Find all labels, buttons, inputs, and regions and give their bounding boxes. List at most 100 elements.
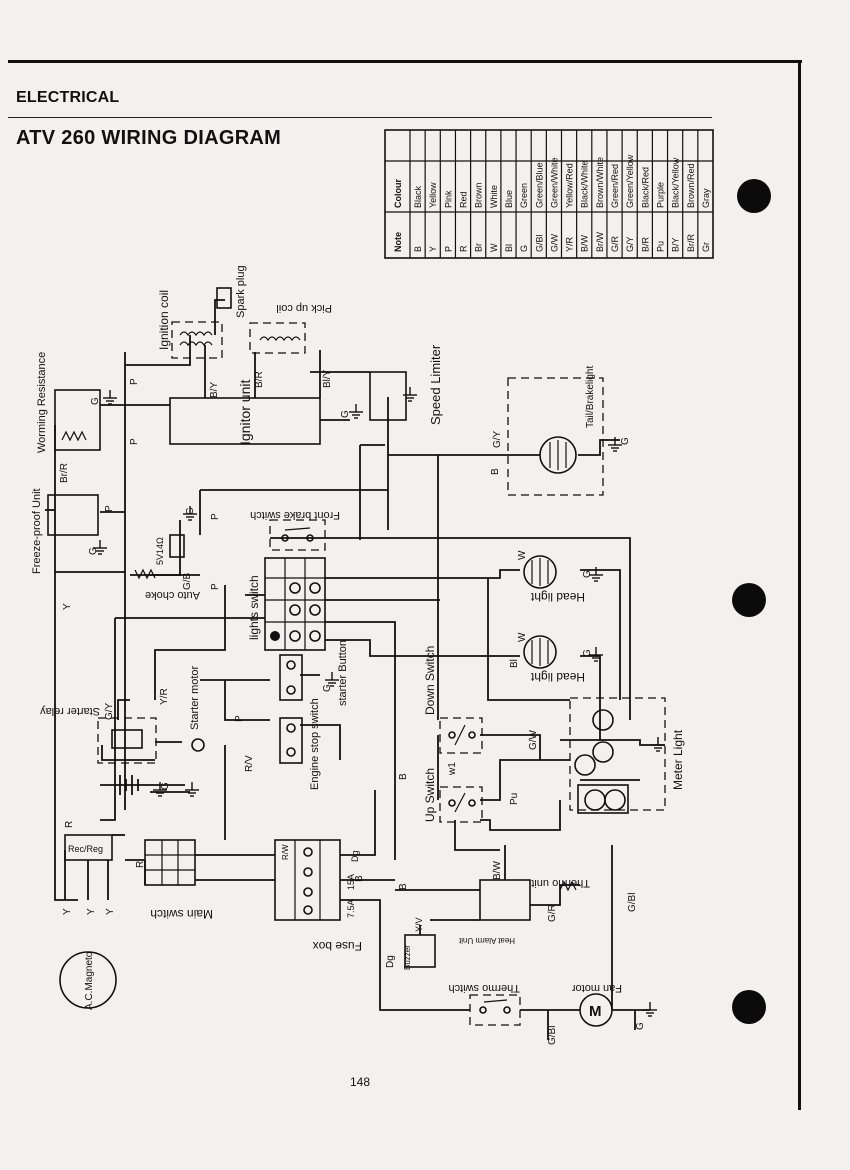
wire-label: R (64, 821, 75, 828)
wire-label: Y (62, 908, 73, 915)
components: Ignition coil Spark plug Pick up coil Ig… (31, 265, 685, 1027)
wire-label: Dg (350, 850, 360, 862)
table-cell-code: G/W (549, 233, 559, 252)
page-frame-top (8, 60, 802, 63)
wire-label: P (104, 505, 115, 512)
label-auto-choke: Auto choke (145, 589, 200, 601)
table-cell-colour: Brown/Red (686, 163, 696, 208)
table-cell-colour: Brown (474, 182, 484, 208)
label-down-switch: Down Switch (423, 646, 437, 715)
ground-symbol (185, 782, 199, 797)
label-main-switch: Main switch (150, 907, 213, 921)
wire-label: Y (86, 908, 97, 915)
table-cell-colour: Yellow/Red (565, 163, 575, 208)
label-buzzer: Buzzer (403, 945, 412, 970)
label-starter-button: starter Button (337, 640, 349, 706)
table-cell-code: G/R (610, 235, 620, 252)
wire-label: G/B (182, 572, 193, 590)
label-fuse-7-5a: 7.5A (346, 899, 356, 918)
table-header-colour: Colour (393, 179, 403, 208)
ground-symbol (93, 540, 107, 555)
label-freeze-proof-unit: Freeze-proof Unit (31, 488, 43, 574)
head-light-2 (523, 635, 557, 669)
auto-choke (134, 568, 156, 580)
ignitor-unit (169, 397, 321, 445)
label-fan-motor: Fan motor (572, 982, 622, 994)
table-cell-colour: Pink (443, 190, 453, 208)
label-lights-switch: lights switch (247, 575, 261, 640)
wire-label: B (354, 875, 365, 882)
binder-hole (732, 990, 766, 1024)
label-fuse-box: Fuse box (313, 939, 362, 953)
thermo-switch (469, 994, 521, 1026)
rec-reg (64, 834, 113, 861)
label-head-light-2: Head light (530, 670, 585, 684)
wire-label: G (90, 397, 101, 405)
table-cell-colour: Yellow (428, 182, 438, 208)
wire-label: Y (105, 908, 116, 915)
page-title: ATV 260 WIRING DIAGRAM (16, 127, 282, 149)
table-cell-code: P (443, 246, 453, 252)
binder-hole (737, 179, 771, 213)
ground-symbol (643, 1002, 657, 1017)
wire-label: G (582, 649, 593, 657)
wire-label: G (635, 1022, 646, 1030)
table-cell-colour: Purple (655, 182, 665, 208)
engine-stop-switch (279, 717, 303, 764)
wire-label: R (135, 861, 146, 868)
label-speed-limiter: Speed Limiter (428, 344, 443, 425)
table-cell-code: Bl (504, 244, 514, 252)
table-cell-colour: Black/Yellow (671, 157, 681, 208)
table-cell-code: G/Bl (534, 234, 544, 252)
wire-label: B/Y (209, 382, 220, 398)
table-cell-colour: White (489, 185, 499, 208)
wire-label: G (88, 547, 99, 555)
label-fuse-15a: 15A (346, 874, 356, 890)
table-cell-colour: Brown/White (595, 157, 605, 208)
label-ignitor-unit: Ignitor unit (237, 380, 253, 445)
table-cell-colour: Red (459, 191, 469, 208)
label-thermo-switch: Thermo switch (448, 982, 520, 994)
label-front-brake-switch: Front brake switch (250, 509, 340, 521)
battery (119, 775, 139, 795)
label-rec-reg: Rec/Reg (68, 844, 103, 854)
label-starter-relay: Starter relay (40, 705, 100, 717)
ground-symbol (403, 387, 417, 402)
front-brake-switch (269, 519, 326, 551)
table-cell-code: Y (428, 246, 438, 252)
ground-symbol (103, 390, 117, 405)
ground-symbols (93, 387, 665, 1017)
up-switch (439, 786, 483, 823)
label-head-light-1: Head light (530, 590, 585, 604)
page-frame-right (798, 60, 801, 1110)
wire-label: B (398, 883, 409, 890)
label-starter-motor: Starter motor (189, 665, 201, 730)
wire-label: B (490, 468, 501, 475)
label-diode: 5V14Ω (155, 537, 165, 565)
lights-switch (264, 557, 326, 651)
down-switch (439, 717, 483, 754)
ground-symbol (183, 506, 197, 521)
wire-label: G/Y (104, 702, 115, 720)
fan-motor (579, 993, 613, 1027)
wire-label: Y/V (414, 917, 424, 932)
wire-label: G (582, 570, 593, 578)
wire-label: G (160, 782, 171, 790)
spark-plug (216, 287, 232, 309)
wire-label: W (517, 632, 528, 642)
starter-relay (97, 717, 157, 764)
ignition-coil (171, 299, 225, 359)
label-tail-brake-light: Tail/Brakelight (585, 366, 596, 428)
label-ac-magneto: A.C.Magneto (84, 951, 95, 1010)
wire-label: B/R (254, 371, 265, 388)
binder-hole (732, 583, 766, 617)
table-cell-code: Br (474, 243, 484, 252)
table-cell-code: B/R (640, 236, 650, 252)
wire-label: P (234, 715, 245, 722)
thermo-unit (559, 880, 577, 892)
table-cell-colour: Blue (504, 190, 514, 208)
table-cell-code: Y/R (565, 236, 575, 252)
buzzer (404, 934, 436, 968)
wire-label: G/Bl (627, 893, 638, 912)
